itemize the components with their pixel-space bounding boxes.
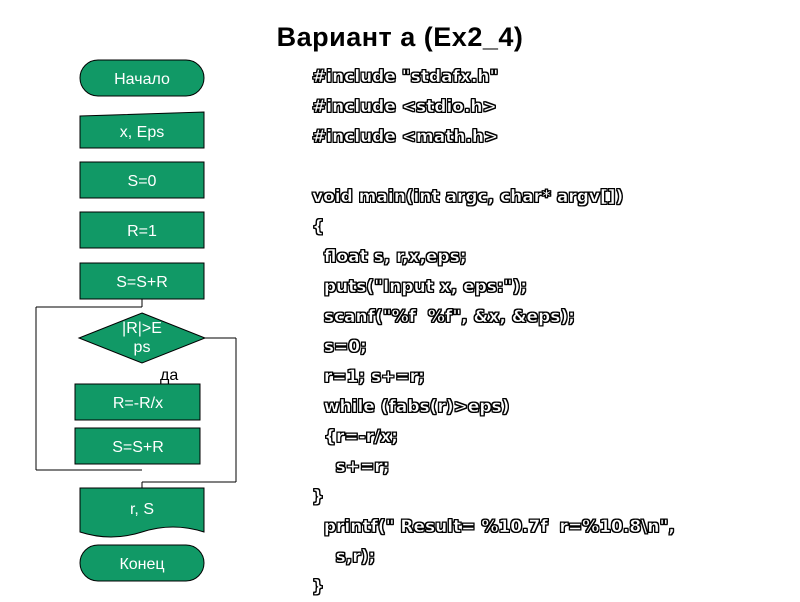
process-init-s bbox=[79, 161, 205, 199]
process-init-r bbox=[79, 211, 205, 249]
code-line: s=0; bbox=[312, 337, 367, 358]
end-terminator bbox=[79, 544, 205, 582]
code-line: void main(int argc, char* argv[]) bbox=[312, 187, 624, 208]
condition-line1: |R|>E bbox=[122, 320, 162, 337]
code-line: r=1; s+=r; bbox=[312, 367, 425, 388]
input-shape bbox=[79, 111, 205, 149]
code-listing: #include "stdafx.h" #include <stdio.h> #in… bbox=[312, 62, 675, 602]
code-line: float s, r,x,eps; bbox=[312, 247, 467, 268]
process-update-r bbox=[74, 383, 201, 421]
update-r-label: R=-R/x bbox=[113, 395, 163, 412]
loop-connectors bbox=[35, 299, 237, 488]
code-line: s,r); bbox=[312, 547, 376, 568]
code-line: s+=r; bbox=[312, 457, 390, 478]
start-label: Начало bbox=[114, 71, 170, 88]
yes-label: да bbox=[160, 367, 178, 384]
code-line: while (fabs(r)>eps) bbox=[312, 397, 510, 418]
code-line: printf(" Result= %10.7f r=%10.8\n", bbox=[312, 517, 675, 538]
condition-line2: ps bbox=[134, 339, 151, 356]
process-add-2 bbox=[74, 427, 201, 465]
code-line: #include "stdafx.h" bbox=[312, 67, 499, 88]
process-add-1 bbox=[79, 262, 205, 300]
output-shape bbox=[79, 487, 205, 538]
input-label: x, Eps bbox=[120, 124, 164, 141]
add1-label: S=S+R bbox=[116, 274, 168, 291]
flowchart: Начало x, Eps S=0 R=1 S=S+R |R|>E ps да … bbox=[35, 59, 237, 582]
slide-title: Вариант а (Ex2_4) bbox=[276, 22, 524, 52]
code-line: #include <math.h> bbox=[312, 127, 499, 148]
add2-label: S=S+R bbox=[112, 439, 164, 456]
code-line: {r=-r/x; bbox=[312, 427, 399, 448]
condition-diamond bbox=[77, 312, 207, 364]
end-label: Конец bbox=[119, 556, 164, 573]
code-line: } bbox=[312, 487, 325, 508]
code-line: #include <stdio.h> bbox=[312, 97, 497, 118]
init-s-label: S=0 bbox=[128, 173, 157, 190]
output-label: r, S bbox=[130, 501, 154, 518]
code-line: } bbox=[312, 577, 325, 598]
init-r-label: R=1 bbox=[127, 223, 157, 240]
code-line bbox=[312, 152, 675, 182]
code-line: puts("Input x, eps:"); bbox=[312, 277, 528, 298]
start-terminator bbox=[79, 59, 205, 97]
code-line: scanf("%f %f", &x, &eps); bbox=[312, 307, 576, 328]
code-line: { bbox=[312, 217, 325, 238]
